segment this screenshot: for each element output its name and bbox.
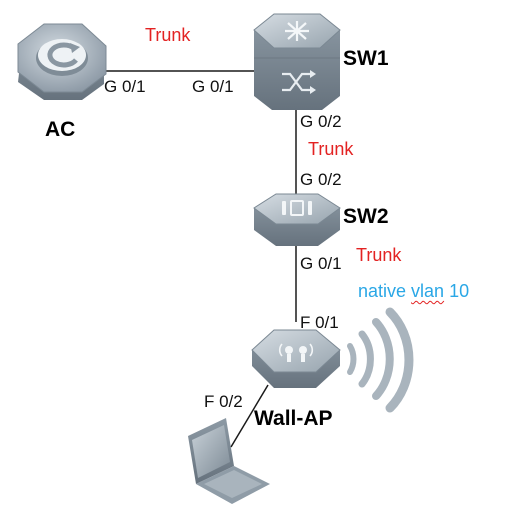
link-sw2-ap-type-label: Trunk: [356, 245, 402, 265]
access-controller-icon: [17, 23, 107, 100]
sw2-device-name: SW2: [343, 205, 389, 228]
core-switch-icon: [253, 13, 341, 110]
wall-access-point-icon: [251, 329, 341, 388]
native-vlan-word: vlan: [411, 281, 445, 301]
ap-laptop-port-label: F 0/2: [204, 392, 243, 411]
access-switch-icon: [253, 193, 341, 246]
wireless-signal-icon: [347, 307, 414, 413]
link-ac-sw1-type-label: Trunk: [145, 25, 191, 45]
sw1-port-to-sw2-label: G 0/2: [300, 112, 342, 131]
link-sw1-sw2-type-label: Trunk: [308, 139, 354, 159]
native-vlan-id: 10: [444, 281, 470, 301]
ac-device-name: AC: [45, 118, 76, 141]
ac-port-label: G 0/1: [104, 77, 146, 96]
sw1-device-name: SW1: [343, 47, 389, 70]
native-vlan-prefix: native: [358, 281, 412, 301]
sw2-port-to-ap-label: G 0/1: [300, 254, 342, 273]
ap-device-name: Wall-AP: [254, 407, 333, 430]
link-ap-laptop: [230, 384, 269, 448]
native-vlan-note: native vlan 10: [358, 282, 469, 300]
sw1-port-to-ac-label: G 0/1: [192, 77, 234, 96]
laptop-icon: [188, 418, 270, 504]
sw2-port-to-sw1-label: G 0/2: [300, 170, 342, 189]
ap-uplink-port-label: F 0/1: [300, 313, 339, 332]
